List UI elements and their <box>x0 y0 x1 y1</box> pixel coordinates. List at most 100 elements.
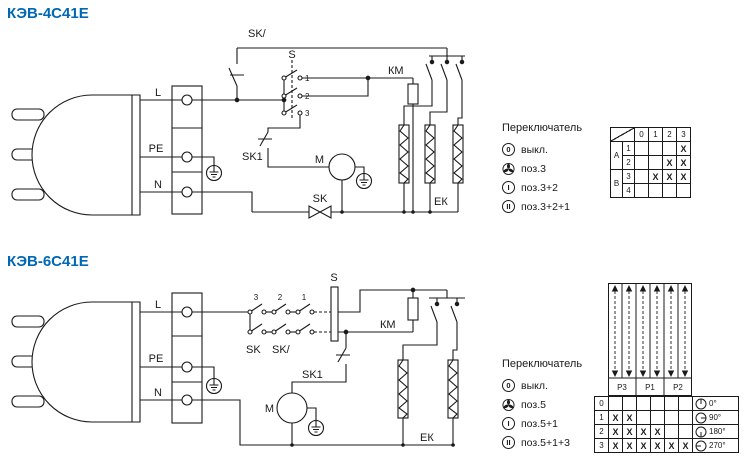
contact-mark <box>663 184 677 198</box>
legend-item-label: поз.3 <box>521 162 546 175</box>
wiring <box>192 47 458 213</box>
contact-mark <box>651 411 665 425</box>
pole-group-label: Р1 <box>645 383 655 392</box>
off-position-icon: 0 <box>502 379 515 392</box>
diagram2-labels: L PE N S 3 2 1 SK SK/ SK1 М КМ ЕК <box>149 272 435 444</box>
contact-mark: Х <box>679 439 693 453</box>
contact-mark <box>635 142 649 156</box>
contact-mark <box>635 170 649 184</box>
contact-mark: Х <box>665 439 679 453</box>
label-contact-number: 2 <box>278 293 283 302</box>
legend-item-heat1: I поз.3+2 <box>502 178 612 197</box>
cam-lever <box>330 286 339 342</box>
legend-item-label: поз.5+1 <box>521 417 558 430</box>
contact-mark <box>649 156 663 170</box>
switch-s <box>281 60 303 120</box>
contact-mark: Х <box>663 170 677 184</box>
pole-group-label: Р3 <box>617 383 627 392</box>
label-pe: PE <box>149 353 164 365</box>
label-sk: SK <box>246 344 261 356</box>
label-contact-number: 3 <box>254 293 259 302</box>
label-sk: SK <box>313 193 328 205</box>
contactor-contacts <box>403 48 465 125</box>
position-header: 1 <box>649 128 663 142</box>
contact-label: 2 <box>623 156 635 170</box>
motor <box>328 153 373 212</box>
table-corner-cell <box>611 128 635 142</box>
off-position-icon: 0 <box>502 143 515 156</box>
contact-mark: Х <box>651 439 665 453</box>
contact-mark: Х <box>623 411 637 425</box>
supply-wires <box>140 99 182 193</box>
rotation-angle-icon <box>695 426 707 437</box>
contact-mark: Х <box>677 170 691 184</box>
legend-item-label: выкл. <box>521 143 548 156</box>
legend-item-heat1: I поз.5+1 <box>502 414 612 433</box>
contact-mark: Х <box>623 439 637 453</box>
label-sk-breaker: SK/ <box>248 28 267 40</box>
label-pe: PE <box>149 143 164 155</box>
contact-mark: Х <box>609 439 623 453</box>
legend-item-label: поз.3+2 <box>521 181 558 194</box>
label-switch-s: S <box>288 49 295 61</box>
contact-mark <box>635 184 649 198</box>
label-contact-3: 3 <box>305 109 310 118</box>
legend-title: Переключатель <box>502 122 583 134</box>
half-heat-icon: I <box>502 181 515 194</box>
label-sk-breaker: SK/ <box>272 344 291 356</box>
thermal-contact-sk1 <box>258 131 329 168</box>
label-km: КМ <box>388 65 404 77</box>
contact-label: 4 <box>623 184 635 198</box>
plug <box>11 301 141 423</box>
contact-mark <box>649 184 663 198</box>
contact-mark: Х <box>623 425 637 439</box>
contact-mark <box>679 425 693 439</box>
contact-label: 3 <box>623 170 635 184</box>
label-sk1: SK1 <box>302 369 323 381</box>
angle-cell: 180° <box>693 425 739 439</box>
legend-item-label: поз.5+1+3 <box>521 436 570 449</box>
contactor-contacts <box>402 290 465 360</box>
fan-icon <box>502 398 515 411</box>
motor <box>276 392 325 445</box>
legend-item-label: поз.5 <box>521 398 546 411</box>
contact-mark <box>677 184 691 198</box>
contact-mark: Х <box>677 142 691 156</box>
control-wires <box>267 75 413 132</box>
contact-mark: Х <box>677 156 691 170</box>
label-n: N <box>154 387 162 399</box>
diagram1-title: КЭВ-4С41Е <box>7 5 89 22</box>
contact-mark <box>637 397 651 411</box>
label-ek: ЕК <box>420 432 434 444</box>
rotation-angle-icon <box>695 440 707 451</box>
label-contact-number: 1 <box>302 293 307 302</box>
angle-cell: 270° <box>693 439 739 453</box>
diagram2-title: КЭВ-6С41Е <box>7 253 89 270</box>
angle-value: 0° <box>709 399 717 408</box>
legend-item-heat2: II поз.3+2+1 <box>502 197 612 216</box>
switch-position-table: 0 1 2 3 А 1 Х 2 Х Х В 3 Х Х Х 4 <box>610 127 691 198</box>
position-header: 2 <box>663 128 677 142</box>
position-label: 3 <box>595 439 609 453</box>
fan-icon <box>502 162 515 175</box>
pe-earth <box>192 366 223 395</box>
thermal-contact-sk1 <box>291 332 350 393</box>
diagram1-labels: L PE N SK/ S 1 2 3 SK1 М SK КМ ЕК <box>149 28 449 208</box>
cam-position-diagram: Р3 Р1 Р2 <box>608 283 692 396</box>
position-header: 0 <box>635 128 649 142</box>
label-contact-2: 2 <box>305 92 310 101</box>
heater-elements <box>398 124 464 212</box>
contact-mark <box>663 142 677 156</box>
label-km: КМ <box>380 319 396 331</box>
contact-mark: Х <box>637 439 651 453</box>
contact-mark <box>609 397 623 411</box>
contactor-coil-km <box>407 78 419 212</box>
legend-title: Переключатель <box>502 358 583 370</box>
label-n: N <box>154 179 162 191</box>
legend-item-fan: поз.3 <box>502 159 612 178</box>
plug <box>11 94 141 216</box>
angle-cell: 0° <box>693 397 739 411</box>
label-contact-1: 1 <box>305 74 310 83</box>
